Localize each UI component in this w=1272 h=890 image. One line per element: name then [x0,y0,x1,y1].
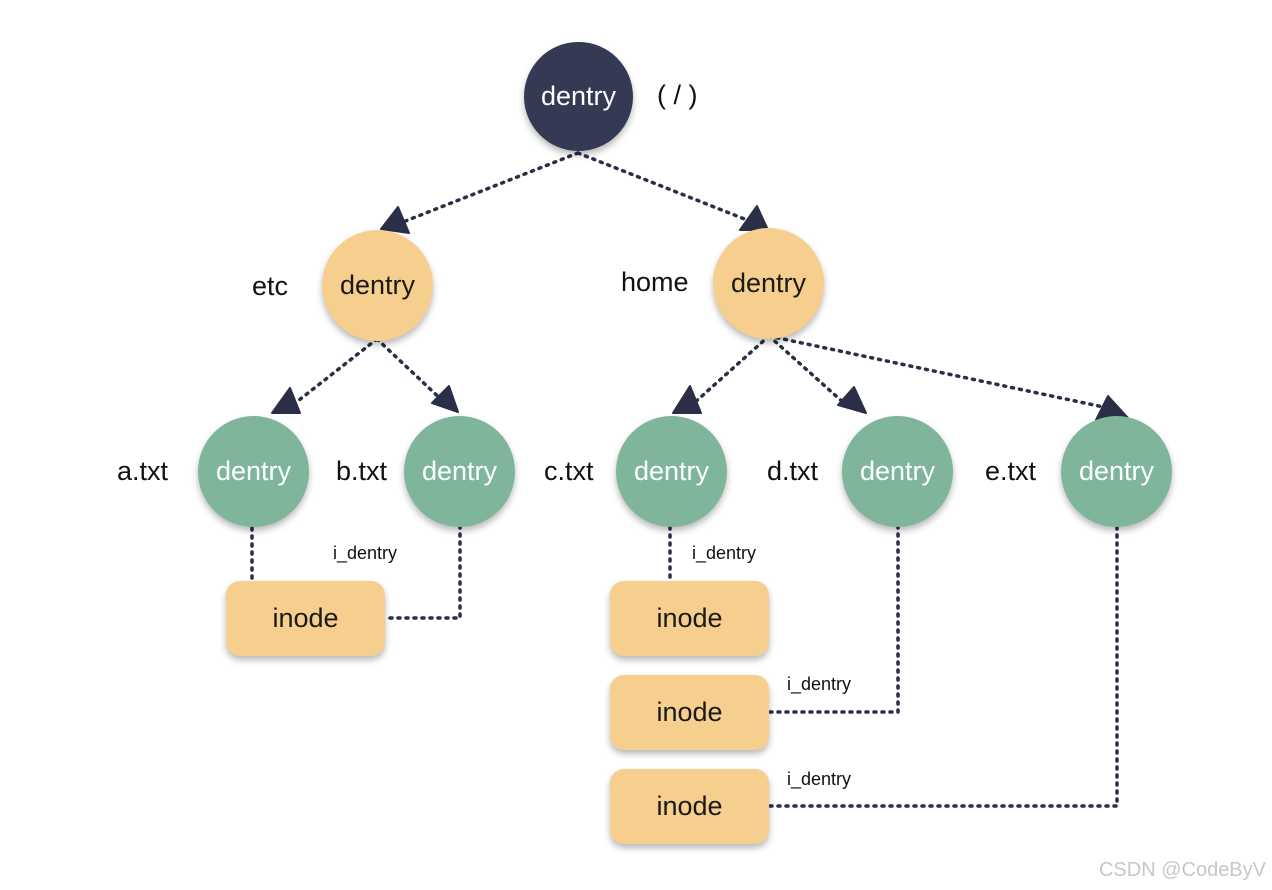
arrowhead-a [271,387,301,414]
root-dentry-node: dentry [524,42,633,151]
etc-dentry-node: dentry [322,230,433,341]
home-name-label: home [621,267,689,297]
e-txt-dentry-node: dentry [1061,416,1172,527]
root-dentry-text: dentry [540,81,617,111]
c-txt-dentry-node: dentry [616,416,727,527]
inode-box-shared: inode [226,581,385,656]
i-dentry-label-d: i_dentry [787,674,852,694]
b-txt-name-label: b.txt [336,456,388,486]
e-txt-dentry-text: dentry [1078,456,1155,486]
watermark: CSDN @CodeByV [1098,859,1266,881]
arrowhead-c [672,385,702,414]
edge-home-e [767,334,1110,410]
c-txt-name-label: c.txt [544,456,594,486]
d-txt-dentry-text: dentry [859,456,936,486]
edge-etc-a [292,337,379,406]
edge-root-home [576,151,754,224]
arrowhead-b [431,385,459,413]
inode-box-c: inode [610,581,769,656]
root-name-label: ( / ) [657,80,698,110]
i-dentry-label-c: i_dentry [692,543,757,563]
etc-name-label: etc [252,271,289,301]
a-txt-name-label: a.txt [117,456,169,486]
link-d-inode [768,524,900,714]
b-txt-dentry-node: dentry [404,416,515,527]
home-dentry-node: dentry [713,228,824,339]
inode-text: inode [656,603,723,633]
e-txt-name-label: e.txt [985,456,1037,486]
edge-root-etc [401,151,580,224]
i-dentry-label-e: i_dentry [787,769,852,789]
inode-text: inode [272,603,339,633]
inode-box-d: inode [610,675,769,750]
edge-home-d [767,334,847,406]
etc-dentry-text: dentry [339,270,416,300]
i-dentry-label-b: i_dentry [333,543,398,563]
arrowhead-etc [380,206,410,234]
inode-box-e: inode [610,769,769,844]
b-txt-dentry-text: dentry [421,456,498,486]
link-e-inode [768,525,1119,808]
a-txt-dentry-node: dentry [198,416,309,527]
inode-text: inode [656,697,723,727]
inode-text: inode [656,791,723,821]
edge-home-c [691,334,771,406]
d-txt-dentry-node: dentry [842,416,953,527]
edge-etc-b [375,337,448,406]
d-txt-name-label: d.txt [767,456,819,486]
a-txt-dentry-text: dentry [215,456,292,486]
c-txt-dentry-text: dentry [633,456,710,486]
link-b-inode [384,524,462,620]
arrowhead-d [837,386,867,414]
home-dentry-text: dentry [730,268,807,298]
